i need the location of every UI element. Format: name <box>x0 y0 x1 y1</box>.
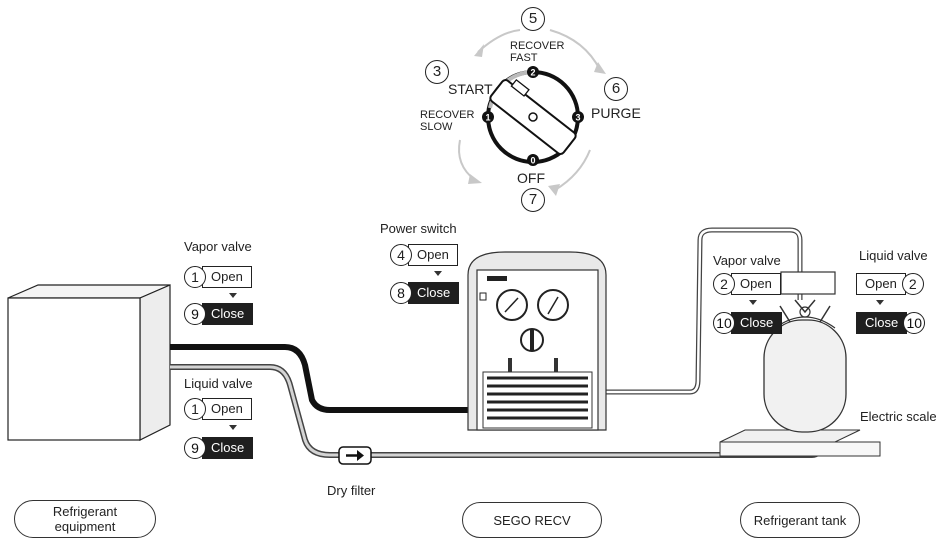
step-7-circle: 7 <box>521 188 545 212</box>
step-number: 8 <box>390 282 412 304</box>
equipment-vapor-valve-open[interactable]: 1 Open <box>184 266 252 288</box>
dial-arrowheads <box>468 44 606 196</box>
down-arrow-icon <box>229 293 237 298</box>
dial-pos-2: 2 <box>530 68 535 78</box>
tank-vapor-valve-close[interactable]: 10 Close <box>713 312 783 334</box>
close-label: Close <box>202 437 254 459</box>
open-label: Open <box>856 273 906 295</box>
dial-pos-3: 3 <box>575 113 580 123</box>
recovery-machine <box>467 251 607 431</box>
recover-fast-line1: RECOVER <box>510 40 565 52</box>
step-number: 1 <box>184 266 206 288</box>
down-arrow-icon <box>434 271 442 276</box>
equipment-liquid-valve-open[interactable]: 1 Open <box>184 398 252 420</box>
purge-label: PURGE <box>591 105 641 121</box>
dial-position-markers: 2 1 3 0 <box>482 66 584 166</box>
dial-pos-1: 1 <box>485 113 490 123</box>
open-label: Open <box>202 266 252 288</box>
refrigerant-tank <box>763 271 847 433</box>
close-label: Close <box>408 282 460 304</box>
dial-pos-0: 0 <box>530 156 535 166</box>
step-number: 9 <box>184 437 206 459</box>
start-label: START <box>448 81 493 97</box>
tank-liquid-valve-title: Liquid valve <box>859 248 928 263</box>
step-number: 2 <box>713 273 735 295</box>
caption-equipment-line1: Refrigerant <box>52 504 118 519</box>
step-3-circle: 3 <box>425 60 449 84</box>
electric-scale <box>719 429 881 457</box>
recover-slow-line1: RECOVER <box>420 109 475 121</box>
step-number: 10 <box>903 312 926 334</box>
equipment-liquid-valve-close[interactable]: 9 Close <box>184 437 254 459</box>
down-arrow-icon <box>749 300 757 305</box>
power-switch-close[interactable]: 8 Close <box>390 282 460 304</box>
rotary-selector-knob[interactable] <box>486 70 580 164</box>
tank-liquid-valve-open[interactable]: Open 2 <box>856 273 924 295</box>
dry-filter-label: Dry filter <box>327 483 376 498</box>
tank-liquid-valve-close[interactable]: Close 10 <box>856 312 926 334</box>
refrigerant-equipment-box <box>7 284 171 441</box>
step-6-circle: 6 <box>604 77 628 101</box>
open-label: Open <box>731 273 781 295</box>
power-switch-title: Power switch <box>380 221 457 236</box>
down-arrow-icon <box>876 300 884 305</box>
close-label: Close <box>856 312 908 334</box>
recover-slow-line2: SLOW <box>420 121 453 133</box>
equipment-vapor-valve-title: Vapor valve <box>184 239 252 254</box>
down-arrow-icon <box>229 425 237 430</box>
open-label: Open <box>202 398 252 420</box>
electric-scale-label: Electric scale <box>860 409 937 424</box>
power-switch-open[interactable]: 4 Open <box>390 244 458 266</box>
close-label: Close <box>731 312 783 334</box>
step-5-circle: 5 <box>521 7 545 31</box>
equipment-liquid-valve-title: Liquid valve <box>184 376 253 391</box>
tank-vapor-valve-open[interactable]: 2 Open <box>713 273 781 295</box>
step-number: 4 <box>390 244 412 266</box>
step-number: 10 <box>713 312 735 334</box>
caption-refrigerant-tank: Refrigerant tank <box>740 502 860 538</box>
step-number: 1 <box>184 398 206 420</box>
open-label: Open <box>408 244 458 266</box>
dry-filter-icon <box>338 446 372 465</box>
equipment-vapor-valve-close[interactable]: 9 Close <box>184 303 254 325</box>
caption-equipment-line2: equipment <box>54 519 116 534</box>
caption-sego-recv: SEGO RECV <box>462 502 602 538</box>
recover-fast-line2: FAST <box>510 52 538 64</box>
tank-vapor-valve-title: Vapor valve <box>713 253 781 268</box>
off-label: OFF <box>517 170 545 186</box>
close-label: Close <box>202 303 254 325</box>
step-number: 2 <box>901 273 924 295</box>
step-number: 9 <box>184 303 206 325</box>
